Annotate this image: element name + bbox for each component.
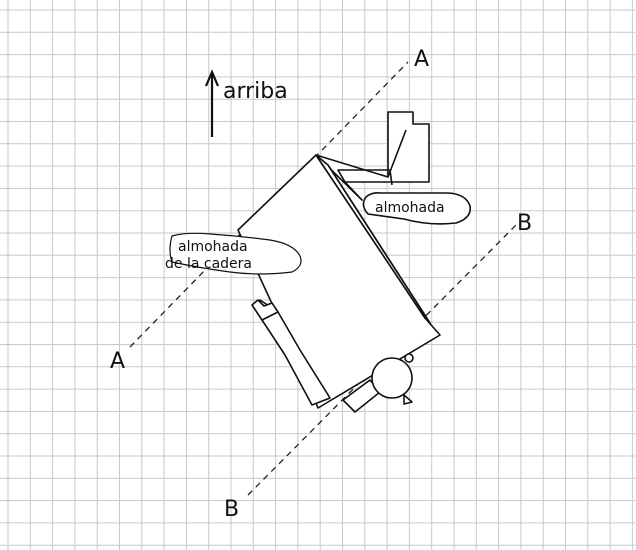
up-label: arriba xyxy=(223,79,288,104)
body-figure xyxy=(237,111,441,413)
legs xyxy=(315,111,430,201)
hand xyxy=(251,299,279,321)
arm xyxy=(259,299,331,406)
axis-a-top-label: A xyxy=(414,47,429,72)
hip-pillow: almohada de la cadera xyxy=(165,232,302,275)
pillow: almohada xyxy=(362,192,472,225)
head xyxy=(371,357,413,399)
hip-pillow-label-line1: almohada xyxy=(178,239,248,255)
axis-b-top-label: B xyxy=(517,211,532,236)
axis-a-bottom-label: A xyxy=(110,349,125,374)
axis-b-bottom-label: B xyxy=(224,497,239,522)
up-arrow-icon xyxy=(204,69,220,137)
hip-pillow-label-line2: de la cadera xyxy=(165,256,252,272)
pillow-label: almohada xyxy=(375,200,445,216)
